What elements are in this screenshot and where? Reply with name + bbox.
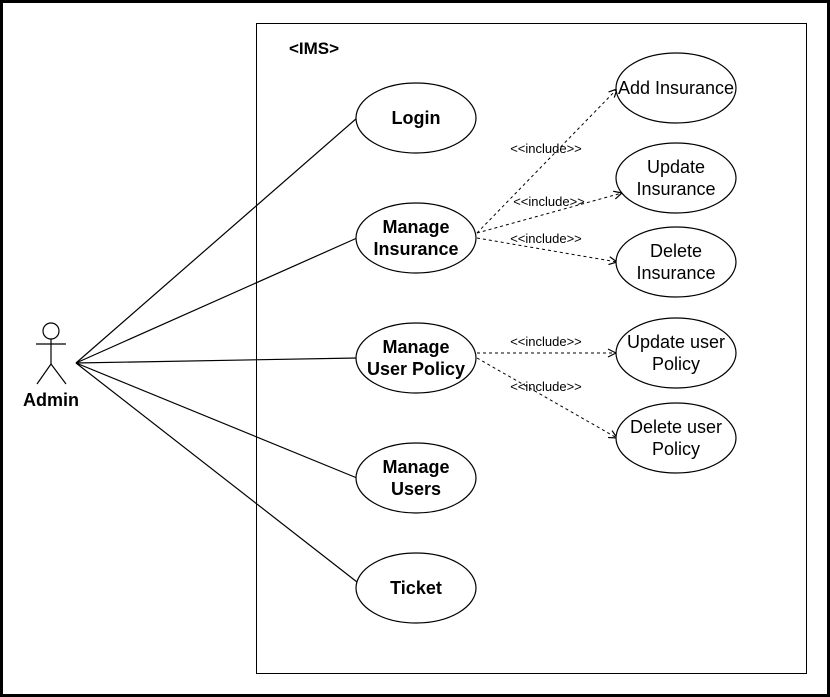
association-ticket bbox=[75, 362, 358, 583]
use-case-label: Delete bbox=[650, 241, 702, 261]
use-case-login[interactable]: Login bbox=[355, 82, 477, 154]
use-case-label: Users bbox=[391, 479, 441, 499]
use-case-label: Insurance bbox=[636, 179, 715, 199]
include-arrow bbox=[476, 89, 617, 234]
include-arrow bbox=[476, 193, 622, 234]
use-case-label: Insurance bbox=[636, 263, 715, 283]
use-case-ellipse bbox=[355, 552, 477, 624]
use-case-ellipse bbox=[615, 226, 737, 298]
use-case-add-insurance[interactable]: Add Insurance bbox=[615, 52, 737, 124]
include-label: <<include>> bbox=[513, 194, 585, 209]
use-case-label: Policy bbox=[652, 354, 700, 374]
association-manage-user-policy bbox=[75, 357, 358, 364]
system-title: <IMS> bbox=[289, 39, 339, 58]
use-case-ellipse bbox=[355, 322, 477, 394]
use-case-label: Manage bbox=[382, 217, 449, 237]
association-lines bbox=[75, 117, 358, 583]
include-add-insurance: <<include>> bbox=[476, 89, 617, 234]
include-label: <<include>> bbox=[510, 334, 582, 349]
use-case-ticket[interactable]: Ticket bbox=[355, 552, 477, 624]
use-case-ellipse bbox=[615, 52, 737, 124]
include-update-insurance: <<include>> bbox=[476, 193, 622, 234]
include-label: <<include>> bbox=[510, 379, 582, 394]
use-case-label: Insurance bbox=[373, 239, 458, 259]
use-case-label: Login bbox=[392, 108, 441, 128]
use-case-ellipse bbox=[355, 82, 477, 154]
stick-figure-icon bbox=[36, 322, 67, 385]
use-case-label: Policy bbox=[652, 439, 700, 459]
use-case-label: User Policy bbox=[367, 359, 465, 379]
association-manage-insurance bbox=[75, 237, 358, 364]
include-relations: <<include>> <<include>> <<include>> <<inclu… bbox=[476, 89, 622, 438]
association-manage-users bbox=[75, 362, 358, 479]
use-case-ellipse bbox=[615, 402, 737, 474]
use-case-label: Update user bbox=[627, 332, 725, 352]
use-case-label: Add Insurance bbox=[618, 78, 734, 98]
use-case-label: Manage bbox=[382, 337, 449, 357]
actor-label: Admin bbox=[23, 390, 79, 410]
include-arrow bbox=[476, 357, 617, 438]
use-case-label: Update bbox=[647, 157, 705, 177]
system-boundary bbox=[256, 23, 807, 674]
include-delete-user-policy: <<include>> bbox=[476, 357, 617, 438]
use-case-label: Ticket bbox=[390, 578, 442, 598]
use-case-label: Manage bbox=[382, 457, 449, 477]
include-label: <<include>> bbox=[510, 231, 582, 246]
include-delete-insurance: <<include>> bbox=[476, 231, 617, 262]
include-update-user-policy: <<include>> bbox=[477, 334, 616, 353]
actor-admin[interactable]: Admin bbox=[23, 322, 79, 410]
use-case-ellipse bbox=[615, 317, 737, 389]
use-case-ellipse bbox=[615, 142, 737, 214]
use-case-ellipse bbox=[355, 442, 477, 514]
association-login bbox=[75, 117, 358, 364]
include-label: <<include>> bbox=[510, 141, 582, 156]
use-case-ellipse bbox=[355, 202, 477, 274]
use-case-label: Delete user bbox=[630, 417, 722, 437]
